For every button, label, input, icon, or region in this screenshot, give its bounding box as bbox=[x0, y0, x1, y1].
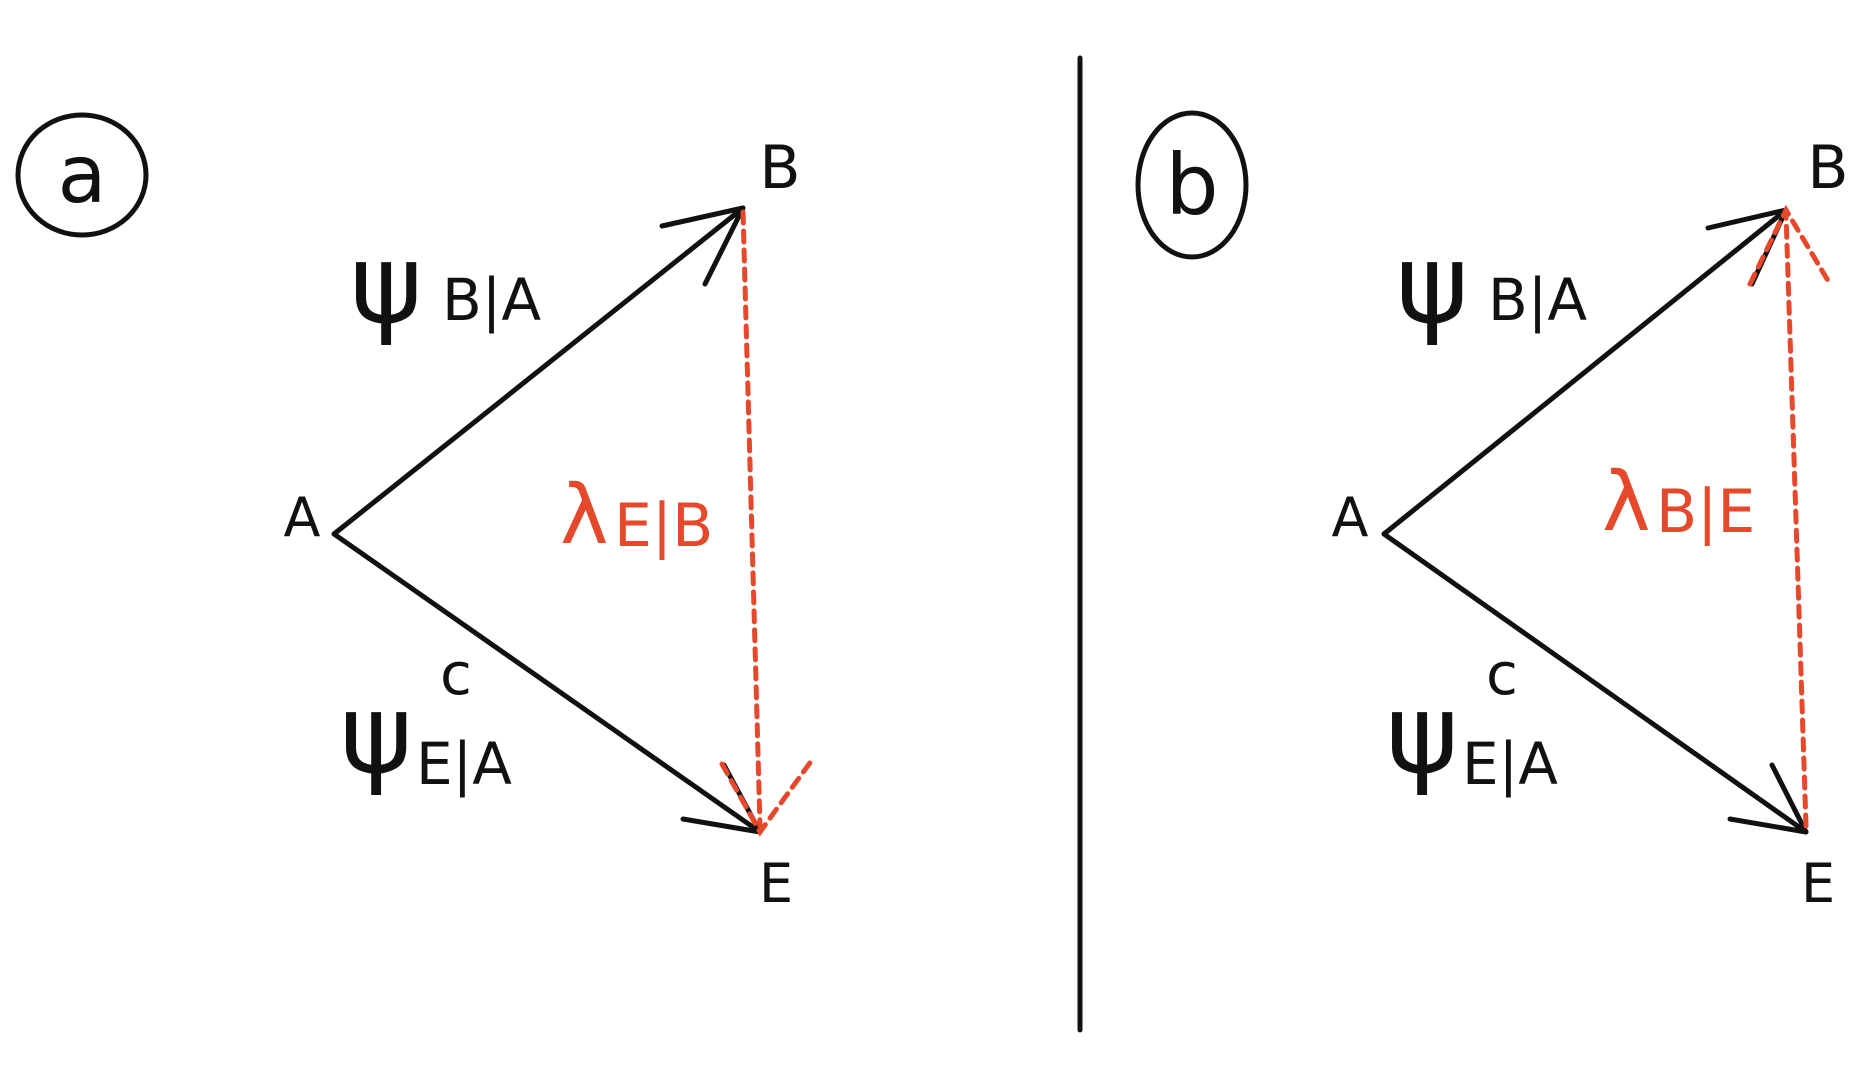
lambda-symbol: λ bbox=[1602, 455, 1651, 550]
label-lambda-e-given-b: λ E|B bbox=[560, 468, 713, 563]
node-a: A bbox=[284, 486, 321, 549]
badge-circle bbox=[15, 112, 149, 238]
label-psi-c-e-given-a: ψ c E|A bbox=[1386, 640, 1558, 798]
node-a: A bbox=[1332, 486, 1369, 549]
label-psi-b-given-a: ψ B|A bbox=[1396, 220, 1587, 348]
node-e: E bbox=[759, 852, 793, 915]
psi-symbol: ψ bbox=[1386, 670, 1459, 798]
psi-symbol: ψ bbox=[1396, 220, 1469, 348]
label-psi-b-given-a: ψ B|A bbox=[350, 220, 541, 348]
dashed-e-to-b-head bbox=[1747, 204, 1833, 287]
arrow-a-to-e bbox=[331, 531, 763, 835]
lambda-subscript: E|B bbox=[614, 491, 713, 561]
dashed-b-to-e bbox=[740, 209, 763, 829]
node-b: B bbox=[1807, 133, 1848, 203]
lambda-symbol: λ bbox=[560, 468, 609, 563]
arrow-a-to-b-head bbox=[659, 205, 746, 287]
psi-symbol: ψ bbox=[340, 670, 413, 798]
psi-subscript: E|A bbox=[416, 730, 512, 798]
label-lambda-b-given-e: λ B|E bbox=[1602, 455, 1755, 550]
psi-subscript: B|A bbox=[1488, 266, 1587, 334]
panel-b: b A B E ψ B|A ψ c E|A λ B|E bbox=[1135, 110, 1849, 915]
badge-letter: b bbox=[1165, 136, 1218, 234]
psi-subscript: E|A bbox=[1462, 730, 1558, 798]
dashed-e-to-b bbox=[1783, 211, 1809, 829]
psi-subscript: B|A bbox=[442, 266, 541, 334]
arrow-a-to-b bbox=[1381, 207, 1789, 537]
node-e: E bbox=[1801, 852, 1835, 915]
arrow-a-to-b bbox=[331, 205, 746, 537]
badge-circle bbox=[1135, 110, 1249, 260]
arrow-a-to-e-head bbox=[1727, 762, 1809, 835]
panel-a-badge: a bbox=[15, 112, 149, 238]
label-psi-c-e-given-a: ψ c E|A bbox=[340, 640, 512, 798]
dashed-b-to-e-head bbox=[719, 757, 815, 837]
arrow-a-to-e bbox=[1381, 531, 1809, 835]
lambda-subscript: B|E bbox=[1656, 477, 1755, 547]
psi-superscript: c bbox=[1486, 640, 1518, 708]
panel-b-badge: b bbox=[1135, 110, 1249, 260]
psi-symbol: ψ bbox=[350, 220, 423, 348]
psi-superscript: c bbox=[440, 640, 472, 708]
badge-letter: a bbox=[57, 128, 106, 221]
node-b: B bbox=[759, 133, 800, 203]
panel-a: a A B E ψ B|A ψ c E|A λ E|B bbox=[15, 112, 815, 915]
